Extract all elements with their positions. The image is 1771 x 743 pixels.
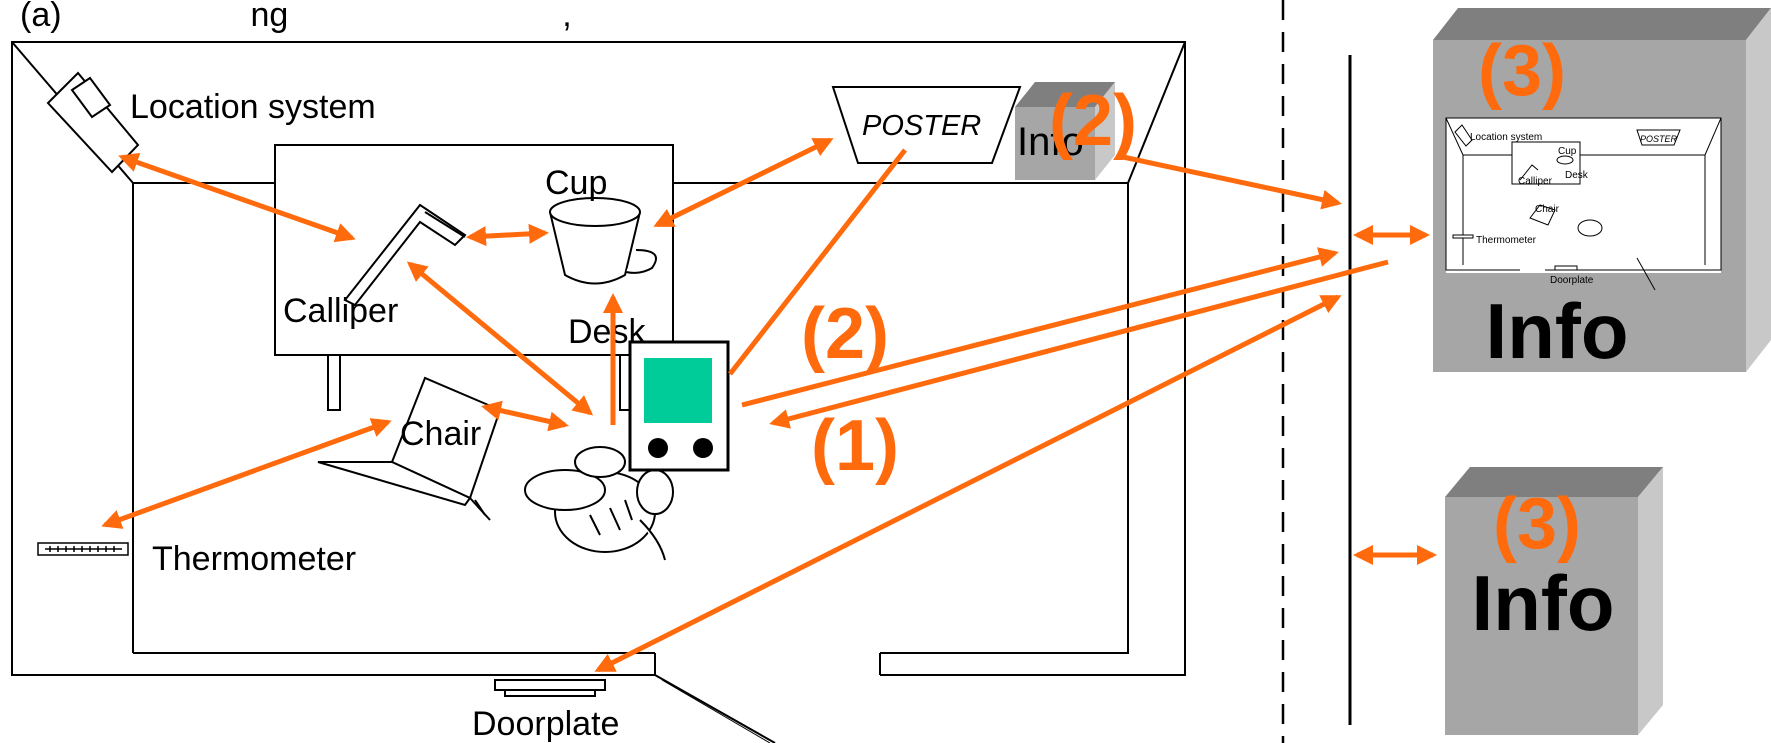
room-walls xyxy=(11,41,1186,676)
location-system-icon xyxy=(46,71,140,174)
door xyxy=(654,674,776,743)
handheld-device xyxy=(628,340,730,472)
caption-text: (a) ng , xyxy=(20,0,572,34)
calliper-icon xyxy=(343,203,467,307)
thumb-doorplate-label: Doorplate xyxy=(1550,275,1594,286)
calliper-label: Calliper xyxy=(283,292,398,330)
room-thumbnail: Location system POSTER Cup Calliper Desk… xyxy=(1445,117,1722,291)
thumb-calliper-label: Calliper xyxy=(1518,176,1553,187)
poster-label: POSTER xyxy=(862,110,981,142)
thumb-desk-label: Desk xyxy=(1565,170,1589,181)
remote-large-step-label: (3) xyxy=(1478,31,1566,111)
remote-small-info-label: Info xyxy=(1472,559,1615,647)
arrows xyxy=(101,137,1437,673)
location-system-label: Location system xyxy=(130,88,376,126)
step-label-info-link: (2) xyxy=(1049,81,1137,161)
remote-large-info-label: Info xyxy=(1486,287,1629,375)
step-label-device-link: (2) xyxy=(801,294,889,374)
poster-shape xyxy=(831,86,1022,164)
thumb-chair-label: Chair xyxy=(1535,204,1560,215)
remote-small-step-label: (3) xyxy=(1493,484,1581,564)
thermometer-label: Thermometer xyxy=(152,540,356,578)
thumb-thermometer-label: Thermometer xyxy=(1476,235,1537,246)
chair-label: Chair xyxy=(400,415,481,453)
doorplate-label: Doorplate xyxy=(472,705,619,743)
thumb-location-label: Location system xyxy=(1470,132,1542,143)
cup-label: Cup xyxy=(545,164,607,202)
doorplate-shape xyxy=(494,679,606,697)
step-label-device-return: (1) xyxy=(811,406,899,486)
remote-info-box-small xyxy=(1445,467,1663,735)
wall-info-cube xyxy=(1015,82,1115,180)
thumb-cup-label: Cup xyxy=(1558,146,1577,157)
wall-info-label: Info xyxy=(1017,120,1084,164)
thermometer-icon xyxy=(37,542,129,556)
thumb-poster-label: POSTER xyxy=(1640,134,1678,144)
